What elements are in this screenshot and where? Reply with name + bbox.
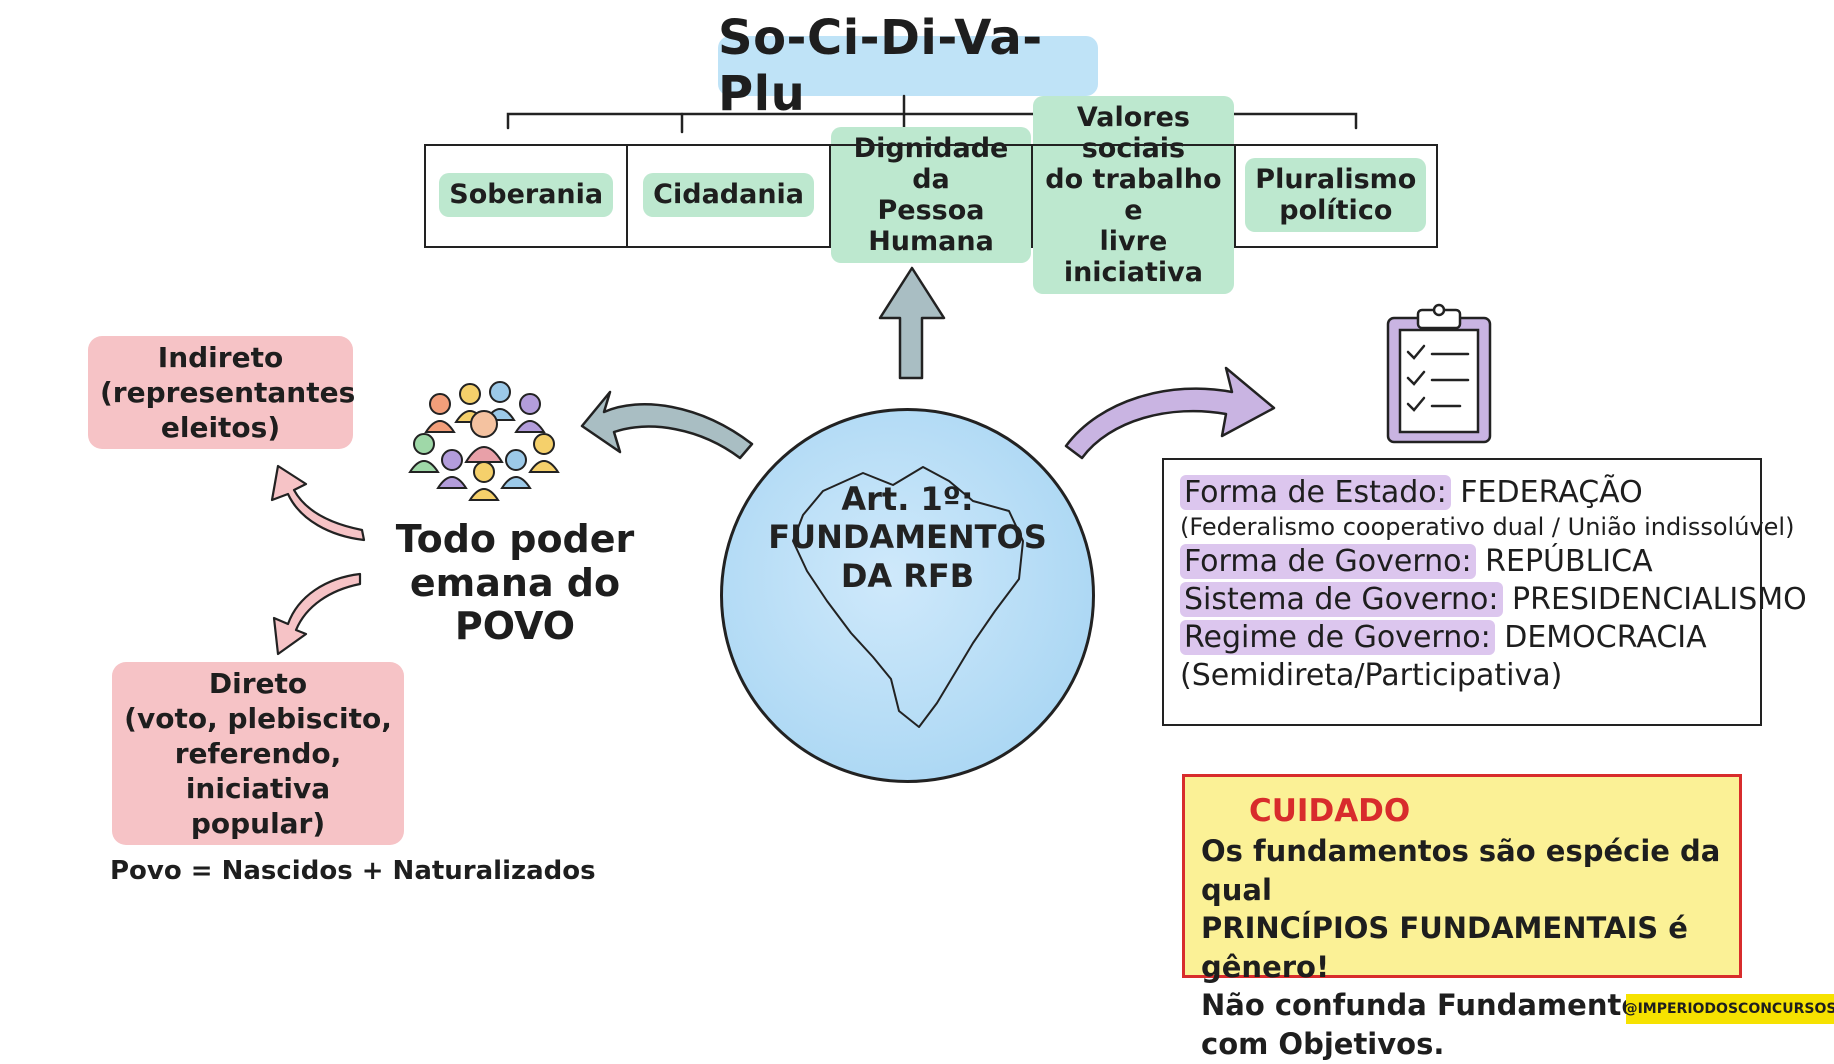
forma-governo-line: Forma de Governo: REPÚBLICA xyxy=(1180,543,1744,581)
fundamento-label: Soberania xyxy=(439,173,614,217)
fundamento-label: Valores sociais do trabalho e livre inic… xyxy=(1033,95,1234,295)
fundamento-cell: Pluralismo político xyxy=(1233,144,1436,246)
cuidado-title-text: CUIDADO xyxy=(1249,793,1411,829)
people-group-icon xyxy=(408,381,560,501)
fundamento-label: Cidadania xyxy=(643,173,815,217)
center-line-2: FUNDAMENTOS xyxy=(768,518,1047,557)
fundamento-label: Pluralismo político xyxy=(1245,157,1427,233)
forma-estado-label: Forma de Estado: xyxy=(1180,475,1451,510)
sistema-governo-line: Sistema de Governo: PRESIDENCIALISMO xyxy=(1180,581,1807,619)
brazil-map-icon xyxy=(792,466,1024,728)
fundamento-cell: Valores sociais do trabalho e livre inic… xyxy=(1031,95,1234,295)
arrow-to-direto xyxy=(272,572,362,656)
fundamento-cell: Soberania xyxy=(426,144,626,246)
center-line-1: Art. 1º: xyxy=(841,480,974,518)
fundamento-cell: Dignidade da Pessoa Humana xyxy=(828,126,1032,264)
forma-estado-line: Forma de Estado: FEDERAÇÃO xyxy=(1180,474,1744,512)
fundamentos-table: Soberania Cidadania Dignidade da Pessoa … xyxy=(424,95,1438,295)
sistema-governo-label: Sistema de Governo: xyxy=(1180,581,1503,617)
cuidado-title: CUIDADO xyxy=(1201,791,1723,832)
center-label: Art. 1º: FUNDAMENTOS DA RFB xyxy=(720,480,1095,595)
right-arrow xyxy=(1064,366,1276,460)
cuidado-line-2: PRINCÍPIOS FUNDAMENTAIS é gênero! xyxy=(1201,911,1688,984)
forma-governo-label: Forma de Governo: xyxy=(1180,543,1476,579)
up-arrow xyxy=(878,266,946,380)
left-arrow xyxy=(580,390,754,460)
regime-sub: (Semidireta/Participativa) xyxy=(1180,657,1563,693)
diagram-title: So-Ci-Di-Va-Plu xyxy=(718,10,1098,122)
forma-box: Forma de Estado: FEDERAÇÃO (Federalismo … xyxy=(1162,458,1807,726)
forma-estado-value: FEDERAÇÃO xyxy=(1450,475,1643,510)
forma-estado-sub: (Federalismo cooperativo dual / União in… xyxy=(1180,513,1795,542)
bracket-line xyxy=(506,112,1358,130)
regime-governo-line: Regime de Governo: DEMOCRACIA xyxy=(1180,619,1744,657)
watermark: @IMPERIODOSCONCURSOS xyxy=(1624,994,1834,1024)
title-text: So-Ci-Di-Va-Plu xyxy=(718,10,1043,122)
fundamento-label: Dignidade da Pessoa Humana xyxy=(830,126,1032,264)
clipboard-icon xyxy=(1386,303,1492,444)
povo-statement: Todo poder emana do POVO xyxy=(355,517,675,649)
forma-governo-value: REPÚBLICA xyxy=(1475,543,1653,579)
povo-equation: Povo = Nascidos + Naturalizados xyxy=(110,856,596,886)
direto-box: Direto (voto, plebiscito, referendo, ini… xyxy=(112,662,404,845)
center-line-3: DA RFB xyxy=(840,556,975,595)
cuidado-line-1: Os fundamentos são espécie da qual xyxy=(1201,834,1721,907)
fundamento-cell: Cidadania xyxy=(626,144,828,246)
povo-line-1: Todo poder xyxy=(395,517,635,561)
connectors-svg xyxy=(270,94,1492,824)
povo-line-2: emana do POVO xyxy=(409,560,621,649)
regime-governo-label: Regime de Governo: xyxy=(1180,619,1495,655)
regime-governo-value: DEMOCRACIA xyxy=(1494,619,1707,655)
arrow-to-indireto xyxy=(270,464,366,542)
brazil-globe xyxy=(720,408,1095,783)
cuidado-box: CUIDADO Os fundamentos são espécie da qu… xyxy=(1182,774,1742,1061)
sistema-governo-value: PRESIDENCIALISMO xyxy=(1502,581,1807,617)
indireto-box: Indireto (representantes eleitos) xyxy=(88,336,355,449)
